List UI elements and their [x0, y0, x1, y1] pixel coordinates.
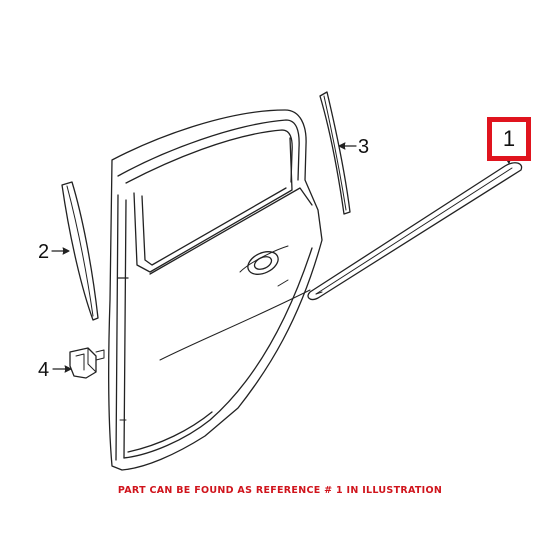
callout-1-highlight-box: 1: [487, 117, 531, 161]
rear-door-panel: [108, 109, 323, 471]
callout-1-label: 1: [502, 126, 516, 151]
callout-2-label: 2: [38, 241, 50, 263]
part-3-channel: [319, 91, 351, 215]
part-4-clip: [69, 347, 105, 379]
reference-footnote: PART CAN BE FOUND AS REFERENCE # 1 IN IL…: [117, 485, 443, 496]
part-2-trim: [61, 181, 99, 321]
callout-3-label: 3: [358, 136, 370, 158]
callout-4-label: 4: [38, 359, 50, 381]
leader-arrows: [51, 142, 512, 373]
part-1-belt-moulding: [307, 162, 523, 301]
